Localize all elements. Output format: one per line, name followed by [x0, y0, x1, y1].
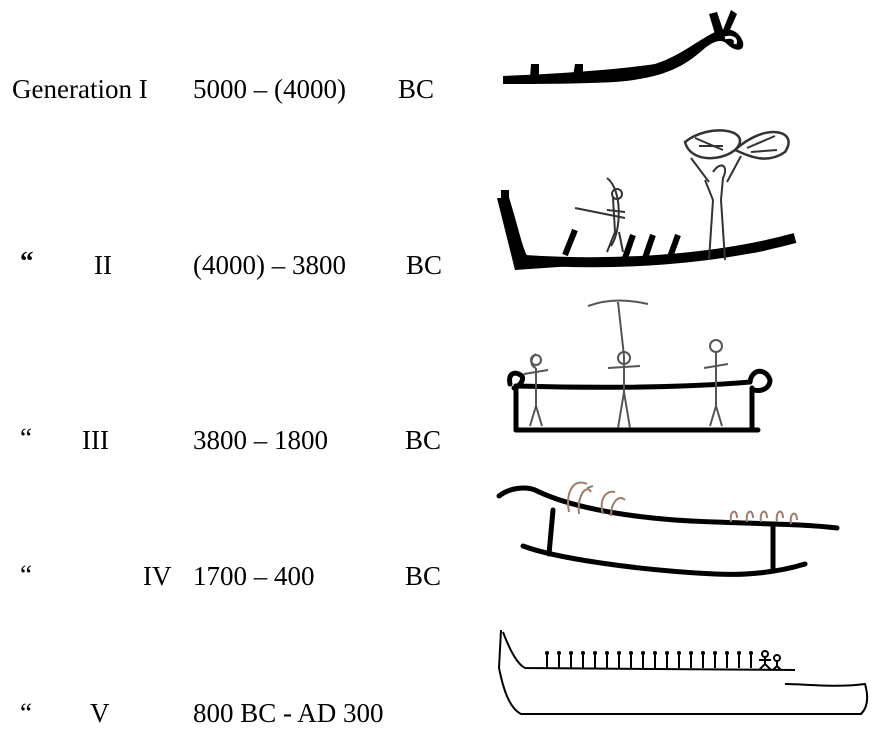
era-2: BC — [406, 252, 442, 279]
ditto-mark-2: “ — [20, 248, 34, 275]
ditto-mark-5: “ — [20, 700, 32, 727]
date-range-4: 1700 – 400 — [193, 563, 315, 590]
double-line-boat-with-crew-icon — [495, 470, 845, 590]
date-range-3: 3800 – 1800 — [193, 427, 328, 454]
ditto-mark-3: “ — [20, 425, 32, 452]
generation-numeral-3: III — [82, 427, 109, 454]
date-range-1: 5000 – (4000) — [193, 76, 346, 103]
generation-numeral-4: IV — [143, 563, 172, 590]
long-boat-with-oarsmen-icon — [495, 628, 875, 728]
era-4: BC — [405, 563, 441, 590]
generation-label: Generation I — [12, 76, 148, 103]
era-1: BC — [398, 76, 434, 103]
date-range-2: (4000) – 3800 — [193, 252, 346, 279]
era-3: BC — [405, 427, 441, 454]
date-range-5: 800 BC - AD 300 — [193, 700, 384, 727]
ditto-mark-4: “ — [20, 562, 32, 589]
boat-with-archer-and-figure-icon — [495, 120, 800, 275]
elk-head-boat-icon — [495, 8, 755, 88]
generation-numeral-5: V — [90, 700, 110, 727]
generation-numeral-2: II — [94, 252, 112, 279]
animal-head-boat-with-three-figures-icon — [500, 296, 780, 436]
